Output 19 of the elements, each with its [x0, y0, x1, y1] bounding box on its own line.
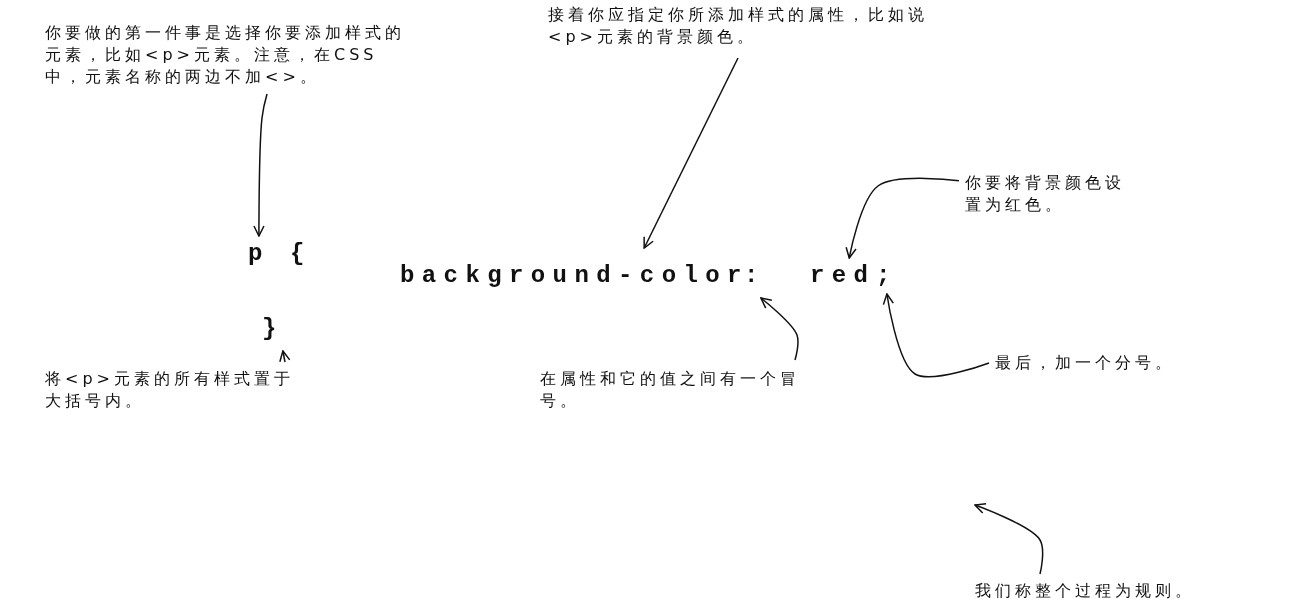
annotation-text: 将<p>元素的所有样式置于大括号内。	[45, 368, 295, 412]
leader-arrow	[974, 503, 1044, 575]
code-token: }	[262, 315, 284, 343]
leader-arrow	[253, 93, 268, 237]
annotation-text: 我们称整个过程为规则。	[975, 580, 1300, 602]
leader-arrow	[845, 177, 960, 259]
annotation-text: 你要做的第一件事是选择你要添加样式的元素，比如<p>元素。注意，在CSS中，元素名称的两边不加<>。	[45, 22, 415, 88]
annotation-text: 最后，加一个分号。	[995, 352, 1285, 374]
annotation-text: 接着你应指定你所添加样式的属性，比如说<p>元素的背景颜色。	[548, 4, 928, 48]
code-token: p	[248, 240, 270, 268]
annotation-text: 在属性和它的值之间有一个冒号。	[540, 368, 805, 412]
leader-arrow	[279, 350, 291, 363]
code-token: red	[810, 262, 876, 290]
code-token: ;	[876, 262, 898, 290]
leader-arrow	[760, 297, 799, 361]
code-token: {	[290, 240, 312, 268]
annotation-text: 你要将背景颜色设置为红色。	[965, 172, 1140, 216]
leader-arrow	[643, 57, 739, 249]
leader-arrow	[882, 293, 990, 378]
